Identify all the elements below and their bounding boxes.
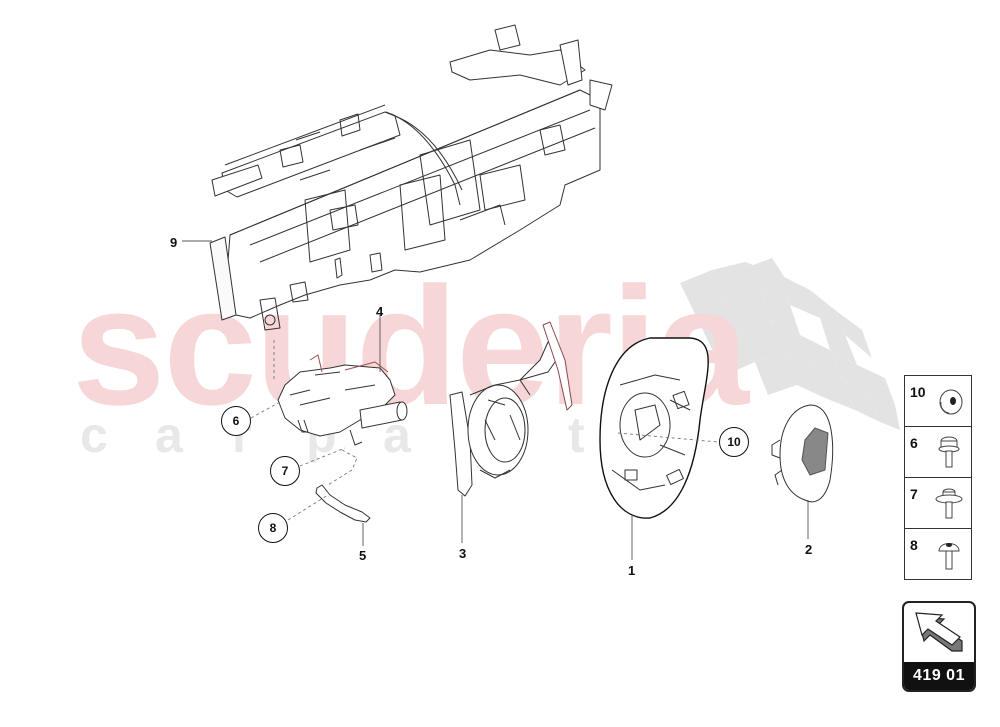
legend-row-8: 8	[905, 529, 971, 579]
legend-row-7: 7	[905, 478, 971, 529]
legend-row-6: 6	[905, 427, 971, 478]
part-3-clock-spring	[449, 321, 573, 497]
callout-3: 3	[459, 546, 467, 561]
callout-4: 4	[376, 304, 384, 319]
washer-bolt-icon	[935, 488, 963, 519]
part-1-steering-wheel	[599, 337, 709, 519]
callout-circle-7: 7	[270, 456, 300, 486]
part-2-airbag	[771, 404, 834, 503]
fastener-legend: 10 6 7 8	[904, 375, 972, 580]
watermark-letter: a	[155, 407, 183, 463]
legend-row-10: 10	[905, 376, 971, 427]
callout-1: 1	[628, 563, 636, 578]
watermark-letter: c	[80, 407, 108, 463]
torx-bolt-icon	[938, 543, 960, 570]
legend-number: 7	[910, 486, 918, 502]
reference-code: 419 01	[904, 662, 974, 690]
flange-bolt-icon	[938, 436, 960, 468]
callout-circle-8: 8	[258, 513, 288, 543]
legend-number: 6	[910, 435, 918, 451]
part-9-crossmember	[209, 24, 613, 331]
reference-link-button[interactable]: 419 01	[902, 601, 976, 692]
callout-circle-6: 6	[221, 406, 251, 436]
part-4-steering-column	[277, 354, 408, 446]
callout-9: 9	[170, 235, 178, 250]
callout-5: 5	[359, 548, 367, 563]
part-5-bracket	[315, 484, 371, 523]
callout-2: 2	[805, 542, 813, 557]
watermark-letter: t	[568, 407, 585, 463]
clip-nut-icon	[939, 389, 963, 415]
arrow-navigate-icon	[915, 612, 963, 652]
legend-number: 8	[910, 537, 918, 553]
legend-number: 10	[910, 384, 926, 400]
callout-circle-10: 10	[719, 427, 749, 457]
